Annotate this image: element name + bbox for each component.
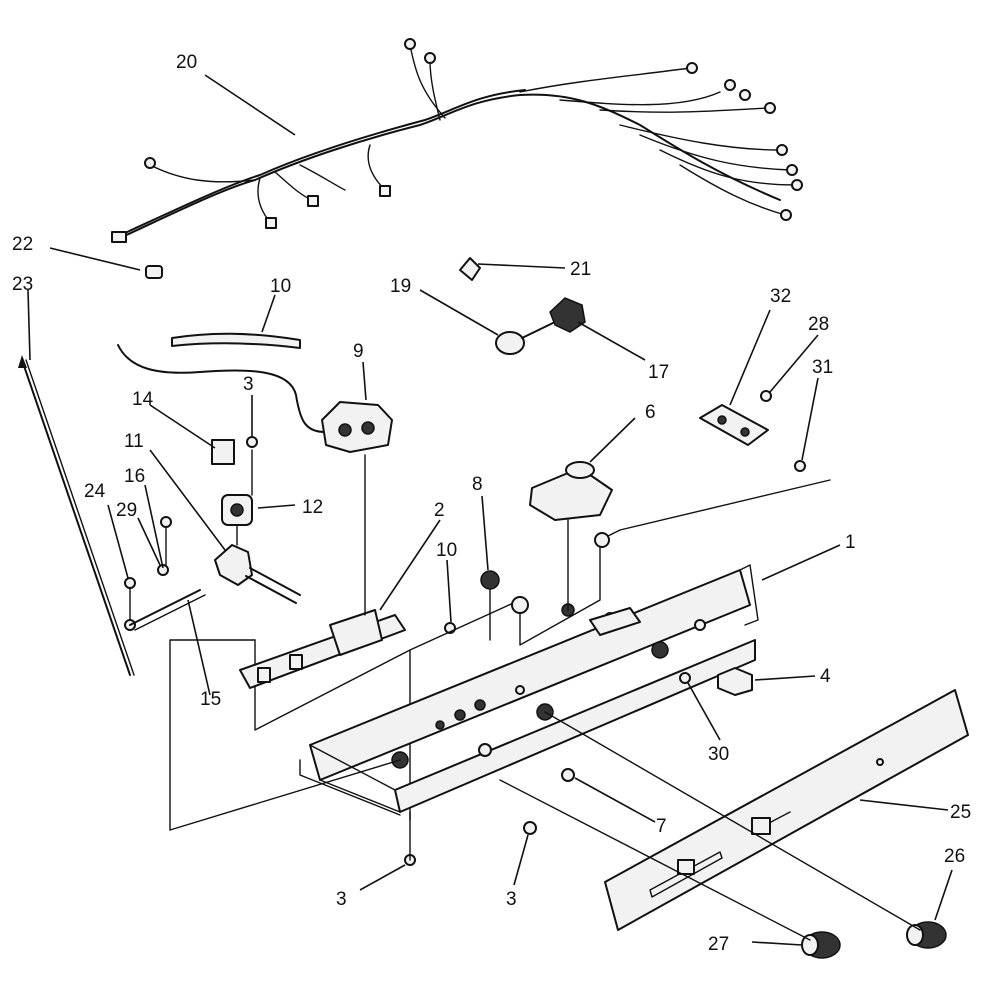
callout-31: 31 (812, 357, 833, 378)
callout-10-lower: 10 (436, 540, 457, 561)
callout-28: 28 (808, 314, 829, 335)
ring-terminal-19 (495, 321, 556, 355)
callout-29: 29 (116, 500, 137, 521)
callout-6: 6 (645, 402, 656, 423)
callout-30: 30 (708, 744, 729, 765)
callout-22: 22 (12, 234, 33, 255)
rod-23 (18, 355, 135, 676)
screws-3-lower (404, 821, 537, 866)
callout-17: 17 (648, 362, 669, 383)
callout-7: 7 (656, 816, 667, 837)
valve-11 (214, 544, 301, 604)
knob-27 (801, 931, 841, 959)
callout-3-lower-right: 3 (506, 889, 517, 910)
callout-19: 19 (390, 276, 411, 297)
callout-14: 14 (132, 389, 154, 410)
callout-8: 8 (472, 474, 483, 495)
callout-3-upper: 3 (243, 374, 254, 395)
callout-11: 11 (124, 431, 144, 452)
leader-lines (27, 74, 953, 946)
screws-24-29-16 (124, 516, 172, 631)
tube-10 (171, 332, 301, 349)
callout-20: 20 (176, 52, 197, 73)
cable-14 (117, 344, 326, 465)
screw-3-upper (246, 436, 258, 448)
screw-22 (145, 265, 163, 279)
wire-harness (111, 38, 803, 243)
callout-10-upper: 10 (270, 276, 291, 297)
callout-25: 25 (950, 802, 971, 823)
screw-31 (794, 460, 806, 472)
callout-23: 23 (12, 274, 33, 295)
callout-24: 24 (84, 481, 106, 502)
knob-26 (906, 921, 947, 949)
callout-labels: 20 22 23 10 19 21 17 32 28 31 14 3 9 6 1… (12, 52, 971, 955)
callout-1: 1 (845, 532, 856, 553)
callout-15: 15 (200, 689, 221, 710)
bracket-32 (699, 404, 769, 446)
callout-16: 16 (124, 466, 145, 487)
callout-12: 12 (302, 497, 323, 518)
callout-4: 4 (820, 666, 831, 687)
callout-9: 9 (353, 341, 364, 362)
screw-7 (561, 768, 575, 782)
terminal-block-9 (321, 401, 393, 453)
screw-8 (480, 570, 500, 590)
igniter-12 (221, 494, 253, 526)
callout-21: 21 (570, 259, 591, 280)
control-panel-bracket-1 (169, 479, 831, 831)
callout-32: 32 (770, 286, 791, 307)
screw-28 (760, 390, 772, 402)
callout-3-lower-left: 3 (336, 889, 347, 910)
assembly-lines (129, 449, 921, 941)
callout-27: 27 (708, 934, 729, 955)
spreader-15 (129, 589, 206, 631)
screw-clip-4 (717, 667, 753, 696)
clip-21 (459, 257, 481, 281)
connector-17 (549, 297, 586, 333)
callout-2: 2 (434, 500, 445, 521)
trim-panel-25 (604, 689, 969, 931)
module-6 (529, 461, 613, 521)
callout-26: 26 (944, 846, 965, 867)
screw-30 (679, 672, 691, 684)
